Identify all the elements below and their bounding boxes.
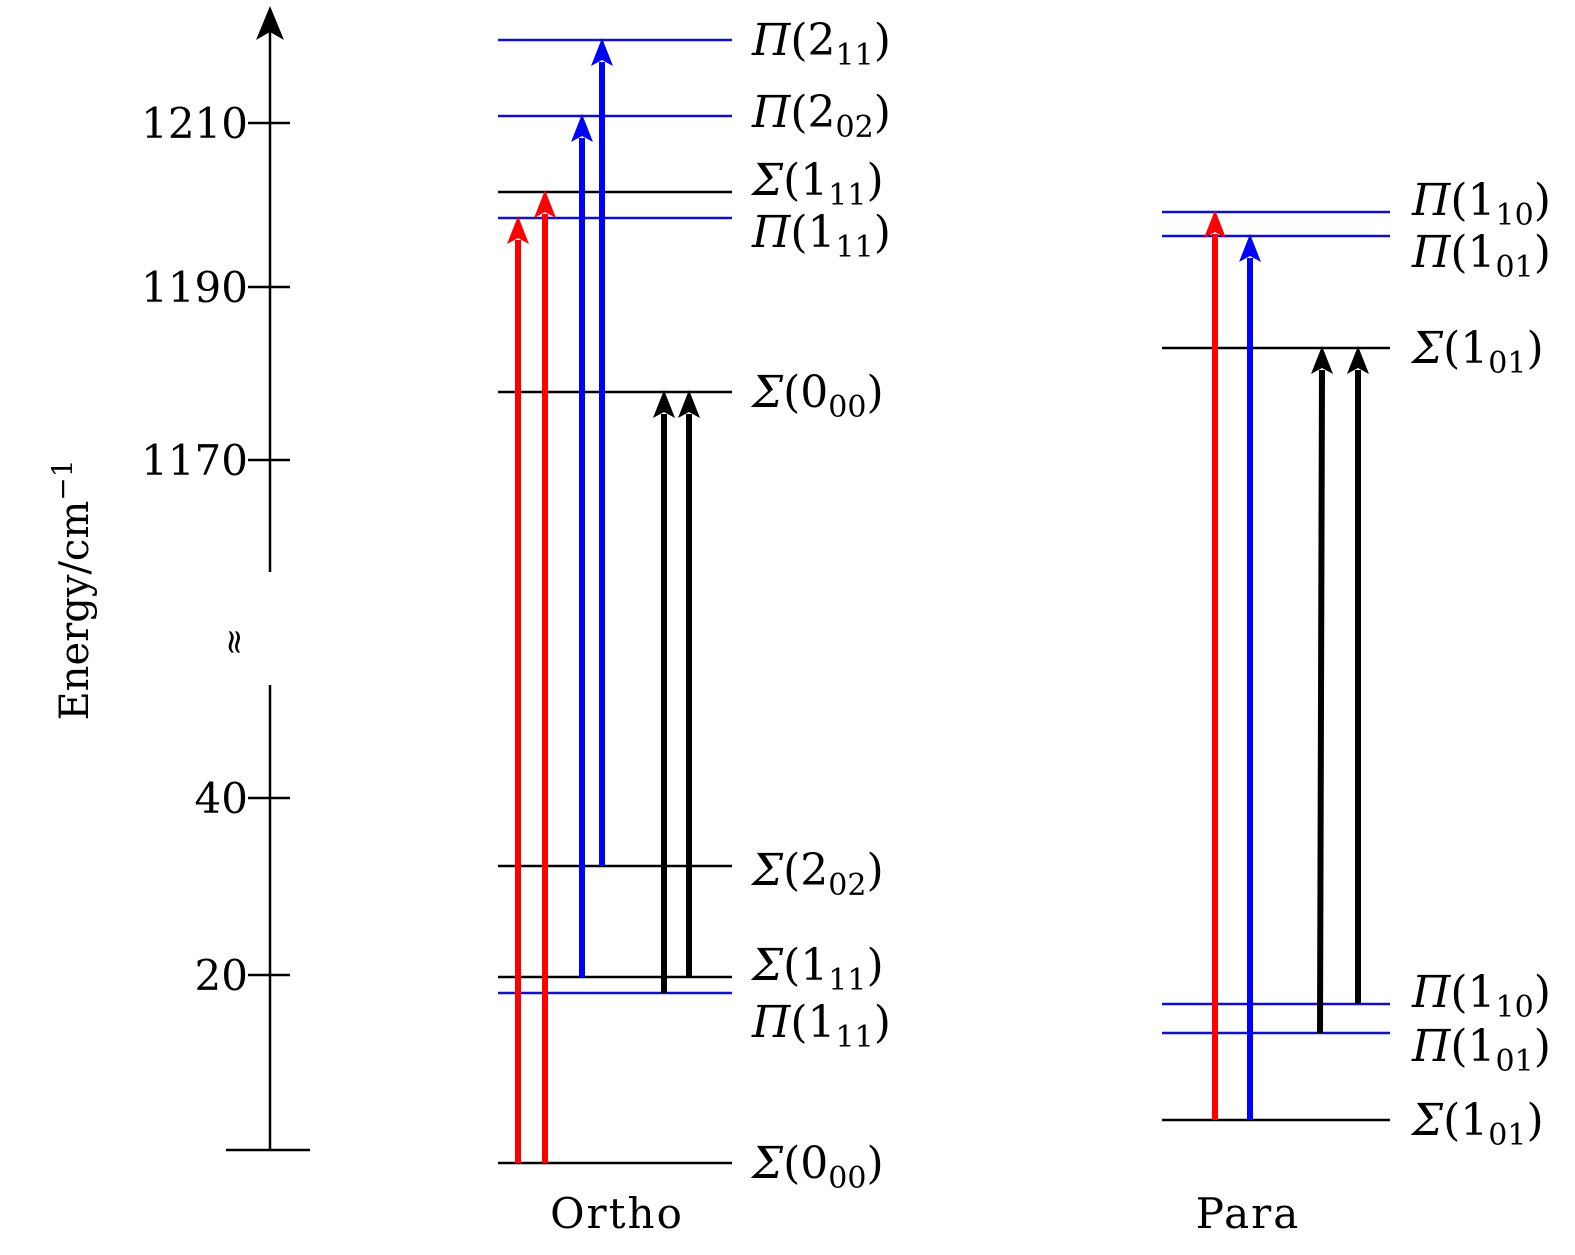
tick-40: 40 [195,774,290,823]
transition-arrows [507,38,1369,1163]
para-level-label: Σ(101) [1410,323,1544,381]
para-level-label: Π(101) [1411,227,1551,285]
energy-axis: ≈ 1210 1190 1170 40 20 Energy/cm−1 [46,6,310,1152]
tick-label: 1210 [141,99,248,148]
ortho-level-label: Σ(111) [750,940,884,998]
para-transition-arrow-head [1239,234,1261,262]
para-transition-arrow-head [1311,346,1333,374]
ortho-transition-arrow-head [507,216,529,244]
para-level-label: Π(101) [1411,1021,1551,1079]
tick-label: 20 [195,951,248,1000]
tick-1170: 1170 [141,436,290,485]
ortho-transition-arrow-head [571,114,593,142]
ortho-transition-arrow-head [653,390,675,418]
para-level-label: Π(110) [1411,175,1551,233]
ortho-level-label: Π(211) [751,15,891,73]
ortho-level-label: Π(202) [751,87,891,145]
ortho-column-label: Ortho [550,1189,684,1238]
ortho-transition-arrow-head [678,390,700,418]
para-transition-arrow-head [1204,210,1226,238]
ortho-level-label: Σ(000) [750,367,884,425]
axis-title: Energy/cm−1 [46,459,98,720]
tick-label: 1170 [141,436,248,485]
ortho-level-label: Π(111) [751,207,891,265]
axis-break-symbol: ≈ [214,628,254,657]
ortho-level-label: Σ(000) [750,1138,884,1196]
ortho-level-label: Π(111) [751,997,891,1055]
tick-label: 1190 [141,263,248,312]
axis-title-exponent: −1 [46,459,79,500]
ortho-level-label: Σ(111) [750,155,884,213]
ortho-transition-arrow-head [534,190,556,218]
para-level-label: Σ(101) [1410,1095,1544,1153]
ortho-level-label: Σ(202) [750,845,884,903]
ortho-transition-arrow-head [591,38,613,66]
tick-label: 40 [195,774,248,823]
tick-1210: 1210 [141,99,290,148]
para-transition-arrow-head [1347,346,1369,374]
tick-20: 20 [195,951,290,1000]
tick-1190: 1190 [141,263,290,312]
energy-levels [498,38,1390,1165]
para-level-label: Π(110) [1411,967,1551,1025]
axis-arrow-head [256,6,284,40]
level-labels: Π(211)Π(202)Σ(111)Π(111)Σ(000)Σ(202)Σ(11… [750,15,1551,1196]
para-column-label: Para [1196,1189,1301,1238]
para-transition-arrow [1317,369,1325,1034]
